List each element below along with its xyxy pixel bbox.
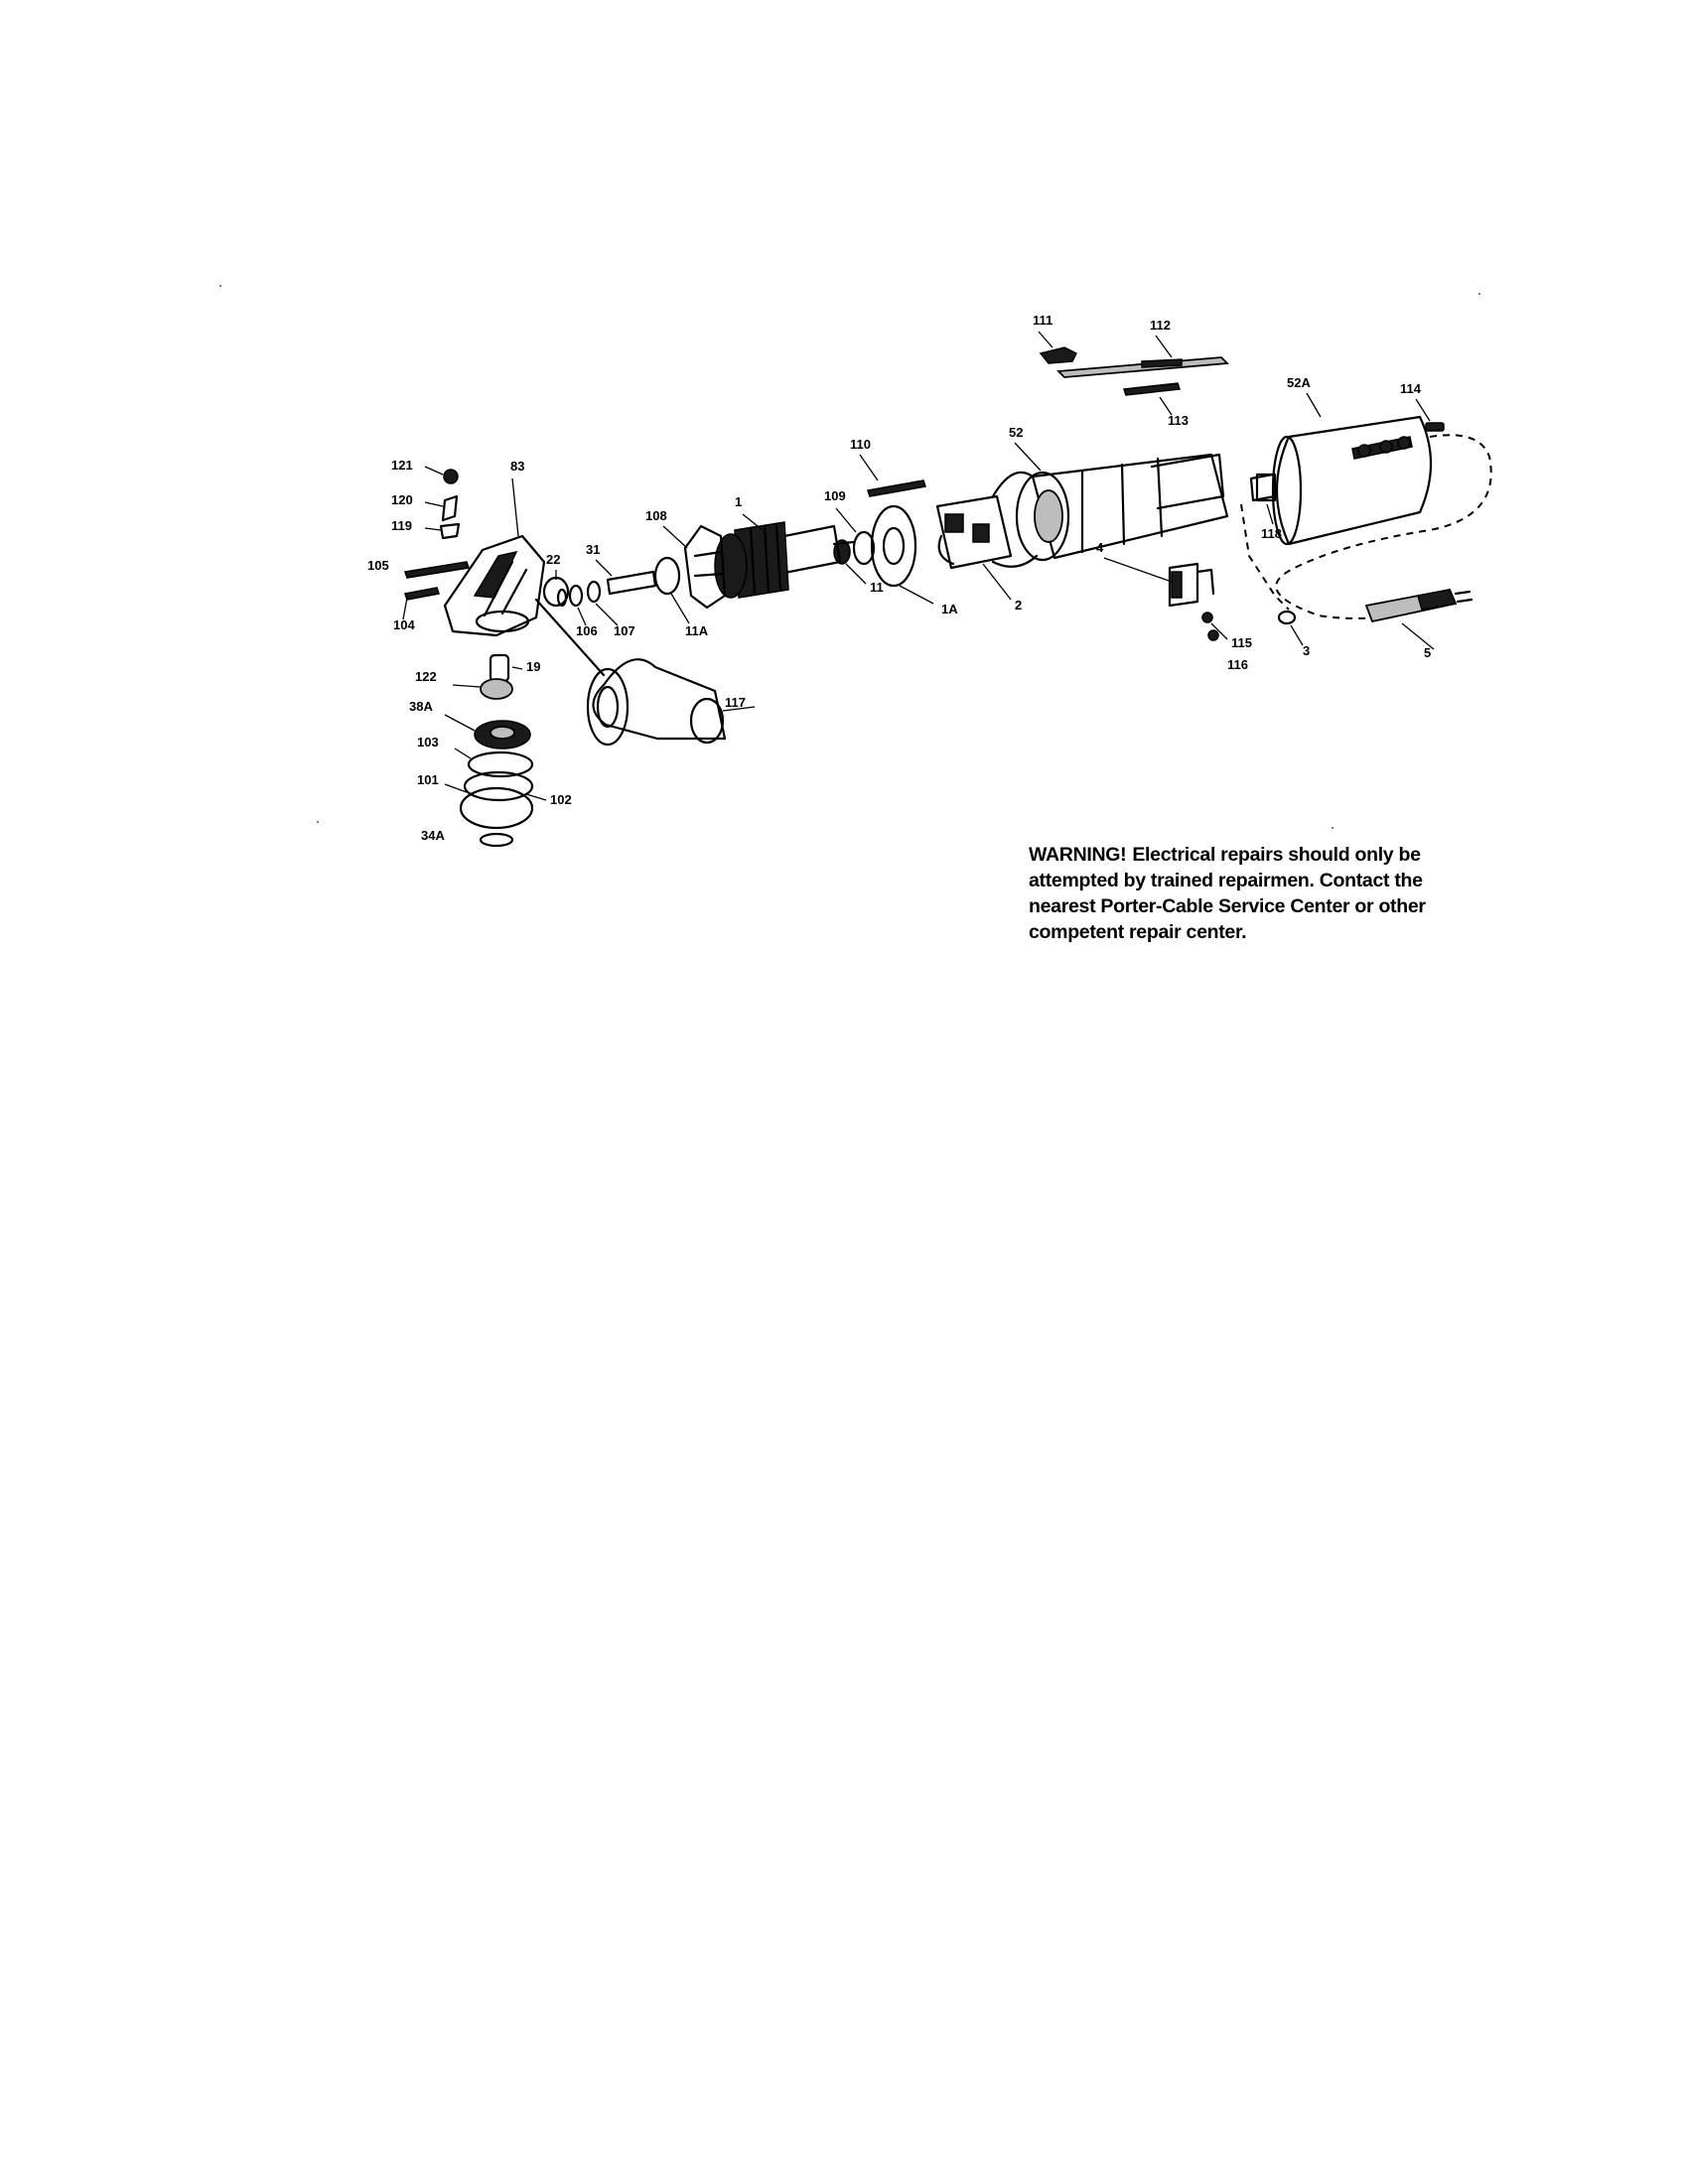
brush-spring-111 <box>1038 331 1078 364</box>
field-stator-52 <box>991 442 1229 568</box>
screws-115-116 <box>1201 612 1228 641</box>
callout-83: 83 <box>510 459 524 474</box>
baffle-11A <box>653 556 690 624</box>
bearing-19 <box>489 653 523 683</box>
baffle-1A <box>870 504 934 605</box>
callout-4: 4 <box>1096 540 1104 555</box>
electrical-warning: WARNING!Electrical repairs should only b… <box>1029 842 1466 945</box>
callout-5: 5 <box>1424 645 1431 660</box>
callout-108: 108 <box>645 508 667 523</box>
screw-110 <box>859 454 926 497</box>
callout-110: 110 <box>850 437 871 452</box>
callout-31: 31 <box>586 542 600 557</box>
callout-112: 112 <box>1150 318 1171 333</box>
gear-case-83 <box>443 478 546 637</box>
callout-1A: 1A <box>941 602 958 616</box>
screws-104-105 <box>402 561 470 620</box>
washers-106-107 <box>556 580 619 626</box>
spring-113 <box>1122 382 1182 416</box>
callout-107: 107 <box>614 623 635 638</box>
o-rings-101-102 <box>444 770 547 830</box>
speck <box>1478 293 1480 295</box>
callout-2: 2 <box>1015 598 1022 613</box>
warning-lead: WARNING! <box>1029 844 1127 866</box>
bearing-38A <box>444 714 531 750</box>
side-handle-117 <box>534 598 756 747</box>
callout-115: 115 <box>1231 635 1252 650</box>
nut-122 <box>452 678 513 700</box>
callout-11A: 11A <box>685 623 709 638</box>
cord-connector-dashed <box>1240 503 1290 611</box>
power-cord-dashed <box>1275 434 1492 619</box>
switch-4 <box>1103 557 1215 608</box>
speck <box>219 285 221 287</box>
warning-text: Electrical repairs should only be attemp… <box>1029 844 1426 943</box>
callout-105: 105 <box>367 558 389 573</box>
callout-122: 122 <box>415 669 437 684</box>
callout-111: 111 <box>1033 313 1052 328</box>
callout-103: 103 <box>417 735 439 750</box>
callout-52: 52 <box>1009 425 1023 440</box>
callout-52A: 52A <box>1287 375 1311 390</box>
callout-22: 22 <box>546 552 560 567</box>
callout-34A: 34A <box>421 828 445 843</box>
callout-104: 104 <box>393 617 415 632</box>
callout-121: 121 <box>391 458 413 473</box>
bearing-109 <box>835 507 876 566</box>
callout-1: 1 <box>735 494 742 509</box>
callout-119: 119 <box>391 518 412 533</box>
callout-118: 118 <box>1261 526 1282 541</box>
armature-1 <box>714 513 856 599</box>
flange-34A <box>479 832 514 848</box>
callout-113: 113 <box>1168 413 1189 428</box>
callout-109: 109 <box>824 488 846 503</box>
callout-114: 114 <box>1400 381 1422 396</box>
screw-114 <box>1415 398 1445 432</box>
plug-5 <box>1364 588 1474 650</box>
brush-holder-2 <box>935 494 1013 601</box>
motor-housing-52A <box>1249 392 1433 546</box>
spindle-31 <box>595 559 657 596</box>
callout-106: 106 <box>576 623 598 638</box>
cord-guard-3 <box>1277 610 1304 646</box>
callout-19: 19 <box>526 659 540 674</box>
strain-relief-118 <box>1255 473 1277 525</box>
callout-3: 3 <box>1303 643 1310 658</box>
speck <box>1332 827 1333 829</box>
callout-101: 101 <box>417 772 439 787</box>
ring-22 <box>542 570 570 608</box>
speck <box>317 821 319 823</box>
fan-108 <box>662 524 727 610</box>
brush-plate-112 <box>1055 335 1230 378</box>
callout-11: 11 <box>870 580 884 595</box>
callout-116: 116 <box>1227 657 1248 672</box>
seal-103 <box>454 748 534 778</box>
callout-102: 102 <box>550 792 572 807</box>
callout-120: 120 <box>391 492 413 507</box>
callout-117: 117 <box>725 695 746 710</box>
callout-38A: 38A <box>409 699 433 714</box>
lock-parts-119-121 <box>424 466 461 540</box>
